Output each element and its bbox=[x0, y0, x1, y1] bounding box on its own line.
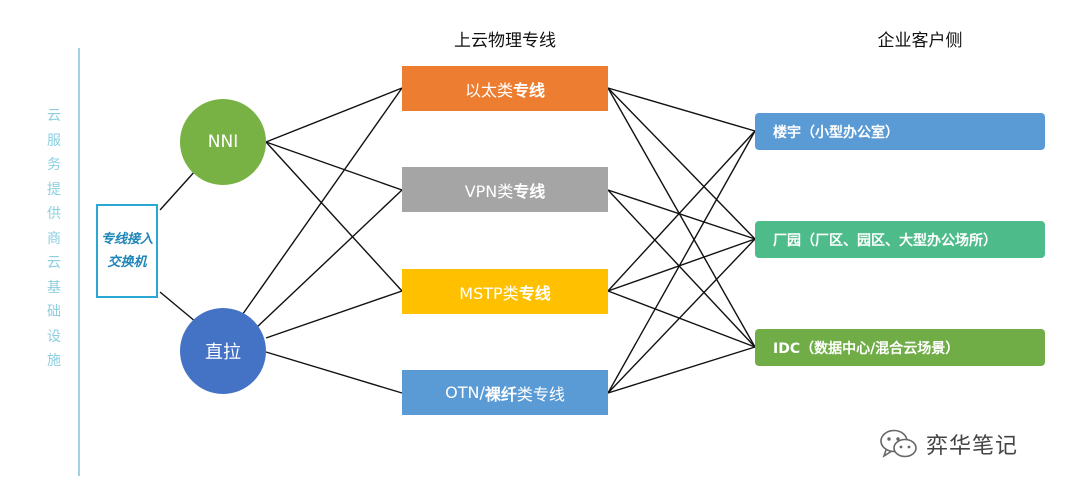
link-zhila-mstp bbox=[265, 290, 403, 339]
customer-park: 厂园（厂区、园区、大型办公场所） bbox=[755, 221, 1045, 258]
link-ethernet-park bbox=[607, 87, 756, 240]
link-otn-park bbox=[607, 238, 756, 394]
access-switch-box: 专线接入交换机 bbox=[96, 204, 158, 298]
otn-line-bold: 裸纤 bbox=[484, 384, 517, 404]
watermark: 弈华笔记 bbox=[878, 426, 1053, 462]
link-zhila-otn bbox=[265, 351, 403, 394]
ethernet-line-prefix: 以太类 bbox=[464, 80, 513, 100]
middle-column-title: 上云物理专线 bbox=[454, 31, 556, 51]
link-ethernet-building bbox=[607, 87, 756, 132]
otn-line-suffix: 类专线 bbox=[516, 384, 565, 404]
link-switch-zhila bbox=[159, 291, 197, 323]
link-mstp-building bbox=[607, 130, 756, 292]
vpn-line-prefix: VPN类 bbox=[464, 181, 514, 201]
otn-line-prefix: OTN/ bbox=[445, 383, 485, 402]
right-column-title: 企业客户侧 bbox=[877, 31, 963, 51]
link-ethernet-idc bbox=[607, 87, 756, 348]
link-nni-vpn bbox=[265, 141, 403, 191]
link-vpn-idc bbox=[607, 189, 756, 348]
mstp-line-bold: 专线 bbox=[518, 283, 551, 303]
link-zhila-vpn bbox=[255, 189, 403, 329]
ethernet-line-box: 以太类专线 bbox=[402, 66, 608, 111]
link-mstp-idc bbox=[607, 290, 756, 348]
sidebar-label: 云服务提供商云基础设施 bbox=[47, 108, 61, 369]
vpn-line-box: VPN类专线 bbox=[402, 167, 608, 212]
customer-building: 楼宇（小型办公室） bbox=[755, 113, 1045, 150]
customer-idc: IDC（数据中心/混合云场景） bbox=[755, 329, 1045, 366]
mstp-line-prefix: MSTP类 bbox=[459, 283, 519, 303]
nni-node: NNI bbox=[180, 99, 266, 185]
vpn-line-bold: 专线 bbox=[513, 181, 546, 201]
link-nni-ethernet bbox=[265, 87, 403, 143]
link-switch-nni bbox=[159, 169, 197, 211]
divider-line bbox=[78, 48, 80, 476]
zhila-node: 直拉 bbox=[180, 308, 266, 394]
otn-line-box: OTN/裸纤类专线 bbox=[402, 370, 608, 415]
watermark-text: 弈华笔记 bbox=[926, 434, 1019, 459]
link-zhila-ethernet bbox=[239, 87, 403, 319]
link-otn-building bbox=[607, 130, 756, 394]
link-otn-idc bbox=[607, 346, 756, 394]
mstp-line-box: MSTP类专线 bbox=[402, 269, 608, 314]
link-nni-mstp bbox=[265, 141, 403, 292]
link-mstp-park bbox=[607, 238, 756, 292]
ethernet-line-bold: 专线 bbox=[513, 80, 546, 100]
wechat-icon bbox=[880, 429, 917, 458]
link-vpn-park bbox=[607, 189, 756, 240]
access-switch-label: 专线接入交换机 bbox=[101, 232, 154, 270]
